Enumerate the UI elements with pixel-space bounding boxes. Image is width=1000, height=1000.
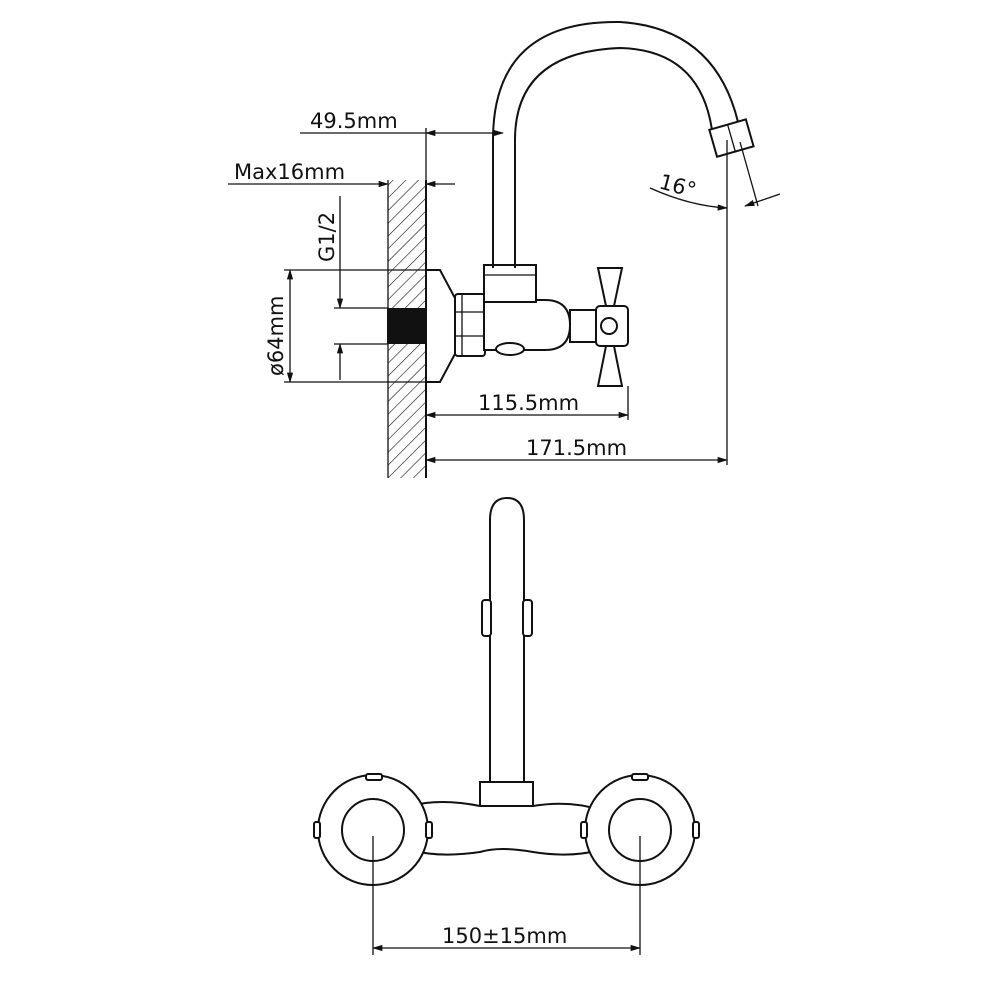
dim-handle-reach: 115.5mm [424,386,630,420]
dim-center-distance-label: 150±15mm [442,924,567,948]
dim-thread: G1/2 [315,196,388,380]
pipe-in-wall [387,308,425,344]
front-spout-bump-left [481,599,492,637]
hex-nut [454,293,486,357]
front-spout-tube [489,496,525,783]
front-right-handle [580,773,700,886]
dim-flange-diameter-label: ø64mm [264,296,288,376]
front-valve-body [409,801,601,856]
body-bottom-bump [495,342,525,356]
front-spout-bump-right [522,599,533,637]
dim-wall-max-label: Max16mm [234,160,345,184]
spout-collar [483,264,537,303]
front-left-handle [313,773,433,886]
front-view: 150±15mm [313,496,700,955]
dim-spout-offset-label: 49.5mm [310,109,398,133]
spout-gooseneck [492,20,739,268]
side-view: 49.5mm Max16mm G1/2 ø64mm [228,20,781,478]
wall-flange [425,269,457,383]
dim-handle-reach-label: 115.5mm [478,391,579,415]
dim-spout-offset: 49.5mm [300,109,505,180]
dim-wall-max: Max16mm [228,160,455,188]
dim-total-reach: 171.5mm [424,210,729,465]
aerator [708,118,755,159]
dim-spout-angle-label: 16° [657,170,699,203]
dim-thread-label: G1/2 [315,212,339,262]
dim-flange-diameter: ø64mm [264,268,440,384]
valve-body [483,299,572,351]
dim-center-distance: 150±15mm [371,836,642,955]
dim-total-reach-label: 171.5mm [526,436,627,460]
cross-handle [569,267,629,387]
